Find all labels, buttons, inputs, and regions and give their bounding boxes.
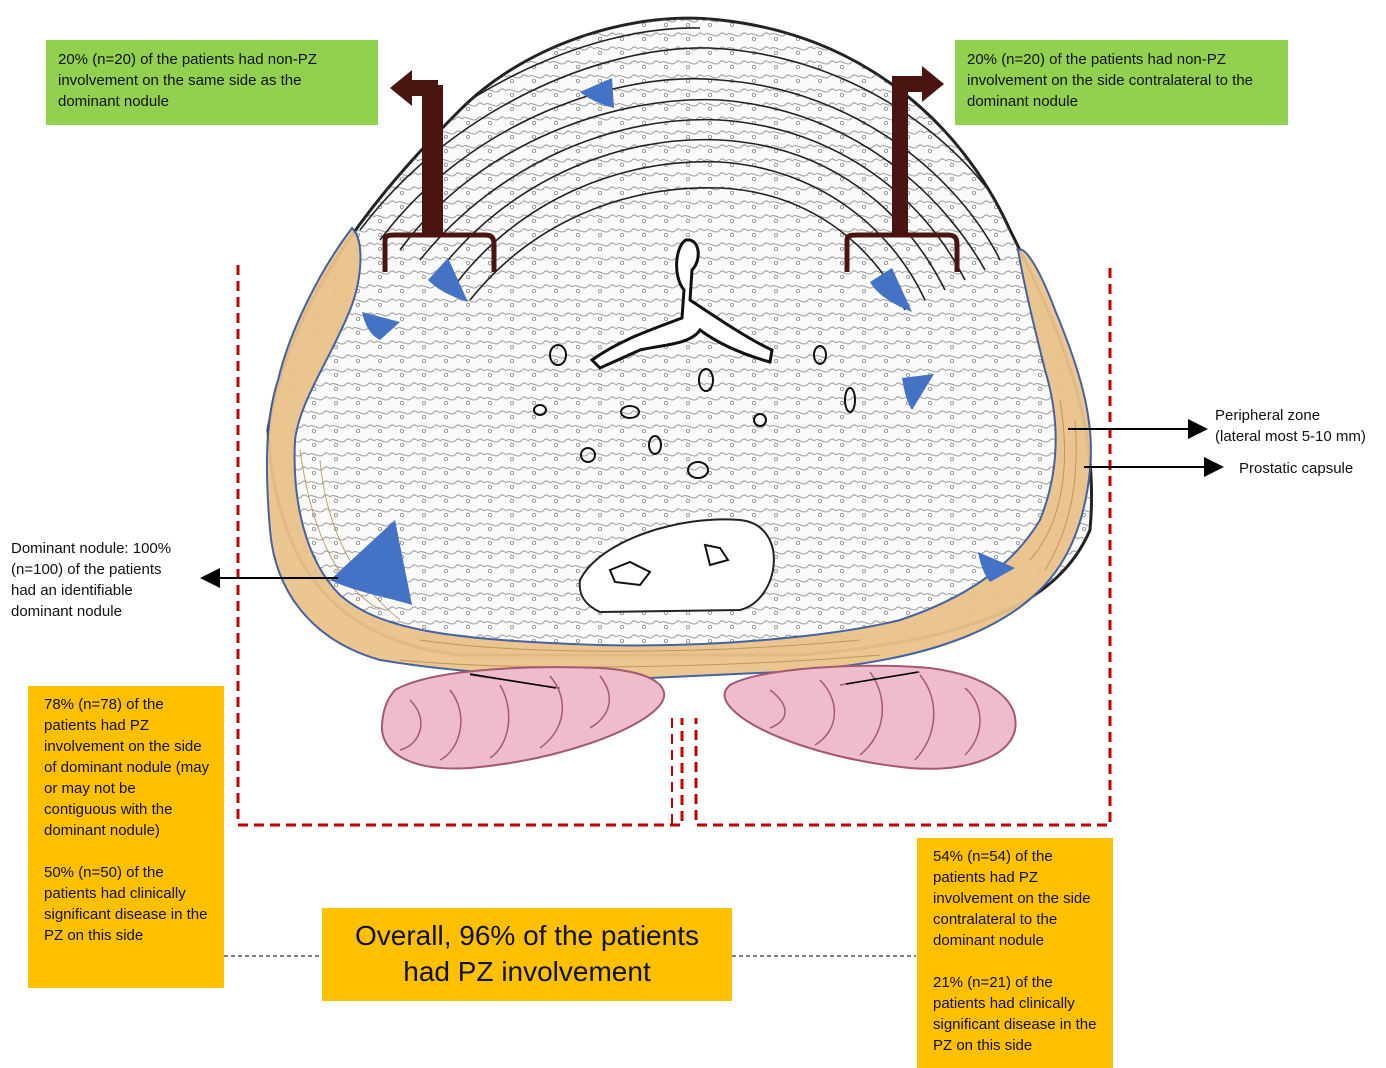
- overall-summary: Overall, 96% of the patients had PZ invo…: [322, 908, 732, 1001]
- callout-text: 20% (n=20) of the patients had non-PZ in…: [58, 51, 317, 110]
- callout-pz-text: 54% (n=54) of the patients had PZ involv…: [933, 846, 1099, 951]
- arrow-right-head: [922, 66, 944, 102]
- callout-text: 20% (n=20) of the patients had non-PZ in…: [967, 51, 1253, 110]
- seminal-vesicle-right: [725, 666, 1016, 769]
- callout-pz-contralateral-side: 54% (n=54) of the patients had PZ involv…: [917, 838, 1113, 1068]
- callout-non-pz-contralateral: 20% (n=20) of the patients had non-PZ in…: [955, 40, 1288, 125]
- arrow-left-head: [390, 70, 412, 106]
- callout-pz-text: 78% (n=78) of the patients had PZ involv…: [44, 694, 210, 841]
- callout-pz-dominant-side: 78% (n=78) of the patients had PZ involv…: [28, 686, 224, 988]
- callout-non-pz-same-side: 20% (n=20) of the patients had non-PZ in…: [46, 40, 378, 125]
- callout-cs-text: 21% (n=21) of the patients had clinicall…: [933, 972, 1099, 1056]
- label-prostatic-capsule: Prostatic capsule: [1239, 458, 1353, 479]
- label-dominant-nodule: Dominant nodule: 100% (n=100) of the pat…: [11, 538, 201, 622]
- callout-cs-text: 50% (n=50) of the patients had clinicall…: [44, 862, 210, 946]
- label-peripheral-zone: Peripheral zone (lateral most 5-10 mm): [1215, 405, 1366, 447]
